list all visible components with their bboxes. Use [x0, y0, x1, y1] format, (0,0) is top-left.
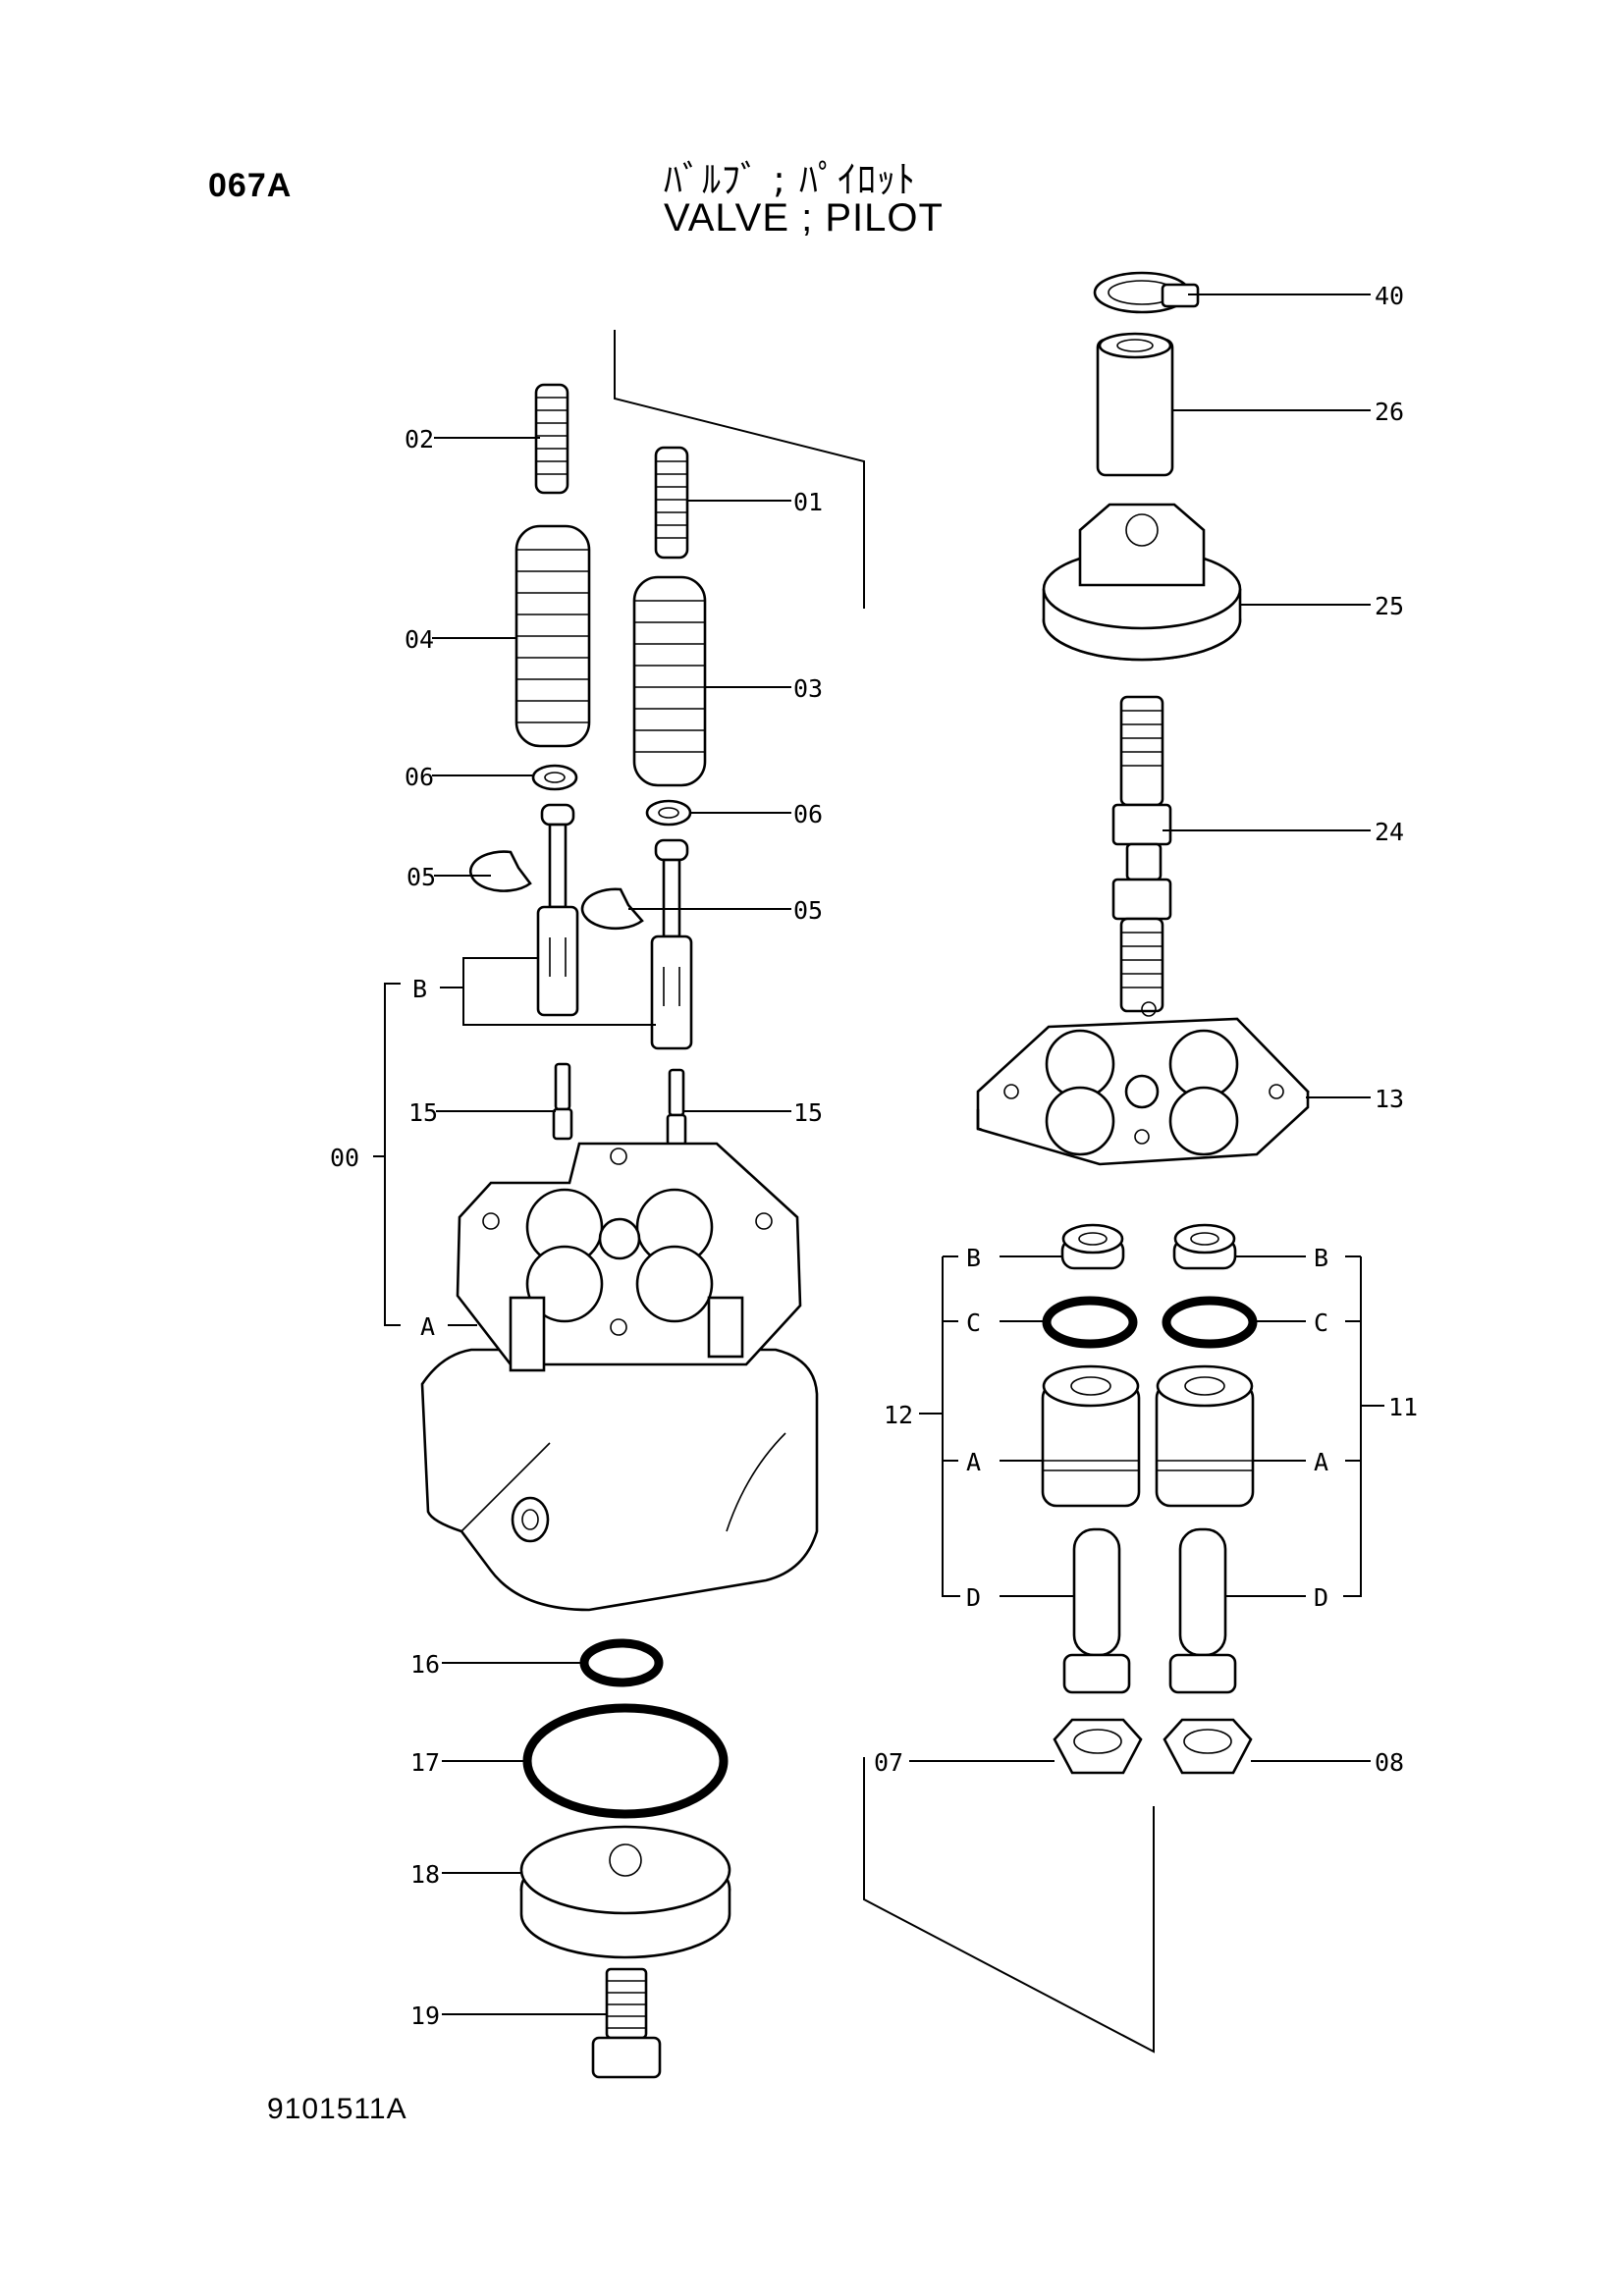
- callout-06-right: 06: [793, 800, 823, 828]
- page-code: 067A: [208, 167, 293, 204]
- valve-body-casing: [420, 1142, 819, 1612]
- callout-11: 11: [1388, 1393, 1418, 1421]
- callout-00: 00: [330, 1144, 359, 1172]
- rod-D-left: [1062, 1527, 1131, 1694]
- callout-A-left: A: [420, 1312, 435, 1341]
- callout-06-left: 06: [405, 763, 434, 791]
- callout-B-left: B: [412, 975, 427, 1003]
- rod-D-right: [1168, 1527, 1237, 1694]
- clip-05-left: [469, 850, 532, 892]
- callout-15-right: 15: [793, 1098, 823, 1127]
- callout-11-B: B: [1314, 1244, 1328, 1272]
- clamp-40: [1093, 271, 1200, 314]
- spring-02: [534, 383, 569, 495]
- callout-18: 18: [410, 1860, 440, 1889]
- o-ring-17: [522, 1703, 729, 1819]
- title-japanese: ﾊﾞﾙﾌﾞ ; ﾊﾟｲﾛｯﾄ: [664, 158, 916, 201]
- pin-15-left: [552, 1062, 573, 1141]
- callout-11-A: A: [1314, 1448, 1328, 1476]
- callout-25: 25: [1375, 592, 1404, 620]
- callout-15-left: 15: [408, 1098, 438, 1127]
- plug-18: [519, 1825, 731, 1959]
- callout-05-left: 05: [406, 863, 436, 891]
- callout-13: 13: [1375, 1085, 1404, 1113]
- coupling-26: [1096, 332, 1174, 477]
- pin-15-right: [666, 1068, 687, 1147]
- seat-B-left: [1060, 1223, 1125, 1270]
- o-ring-16: [579, 1638, 664, 1687]
- callout-24: 24: [1375, 818, 1404, 846]
- callout-labels: 02 01 04 03 06 06 05 05 B 15 15 00 A 16 …: [330, 282, 1418, 2030]
- nut-08: [1163, 1718, 1253, 1775]
- plate-13: [976, 1001, 1310, 1166]
- callout-02: 02: [405, 425, 434, 454]
- seat-B-right: [1172, 1223, 1237, 1270]
- leader-lines: [373, 294, 1384, 2015]
- spool-left: [536, 803, 579, 1017]
- callout-12-B: B: [966, 1244, 981, 1272]
- sleeve-A-left: [1041, 1364, 1141, 1508]
- callout-05-right: 05: [793, 896, 823, 925]
- bolt-19: [591, 1967, 662, 2079]
- washer-06-right: [645, 799, 692, 827]
- callout-07: 07: [874, 1748, 903, 1777]
- callout-40: 40: [1375, 282, 1404, 310]
- universal-joint-24: [1111, 695, 1172, 1013]
- assembly-frame-lines: [614, 330, 1155, 2054]
- drawing-number: 9101511A: [267, 2093, 407, 2125]
- spool-right: [650, 838, 693, 1050]
- callout-12: 12: [884, 1401, 913, 1429]
- callout-17: 17: [410, 1748, 440, 1777]
- spring-03: [632, 575, 707, 787]
- callout-12-A: A: [966, 1448, 981, 1476]
- washer-06-left: [531, 764, 578, 791]
- callout-12-C: C: [966, 1308, 981, 1337]
- cap-25: [1042, 503, 1242, 662]
- o-ring-C-right: [1162, 1296, 1258, 1349]
- callout-01: 01: [793, 488, 823, 516]
- callout-19: 19: [410, 2002, 440, 2030]
- spring-01: [654, 446, 689, 560]
- callout-12-D: D: [966, 1583, 981, 1612]
- sleeve-A-right: [1155, 1364, 1255, 1508]
- title-english: VALVE ; PILOT: [664, 196, 944, 240]
- nut-07: [1053, 1718, 1143, 1775]
- callout-11-D: D: [1314, 1583, 1328, 1612]
- callout-04: 04: [405, 625, 434, 654]
- callout-03: 03: [793, 674, 823, 703]
- clip-05-right: [580, 887, 644, 931]
- callout-08: 08: [1375, 1748, 1404, 1777]
- callout-16: 16: [410, 1650, 440, 1679]
- callout-26: 26: [1375, 398, 1404, 426]
- spring-04: [514, 524, 591, 748]
- callout-11-C: C: [1314, 1308, 1328, 1337]
- o-ring-C-left: [1042, 1296, 1138, 1349]
